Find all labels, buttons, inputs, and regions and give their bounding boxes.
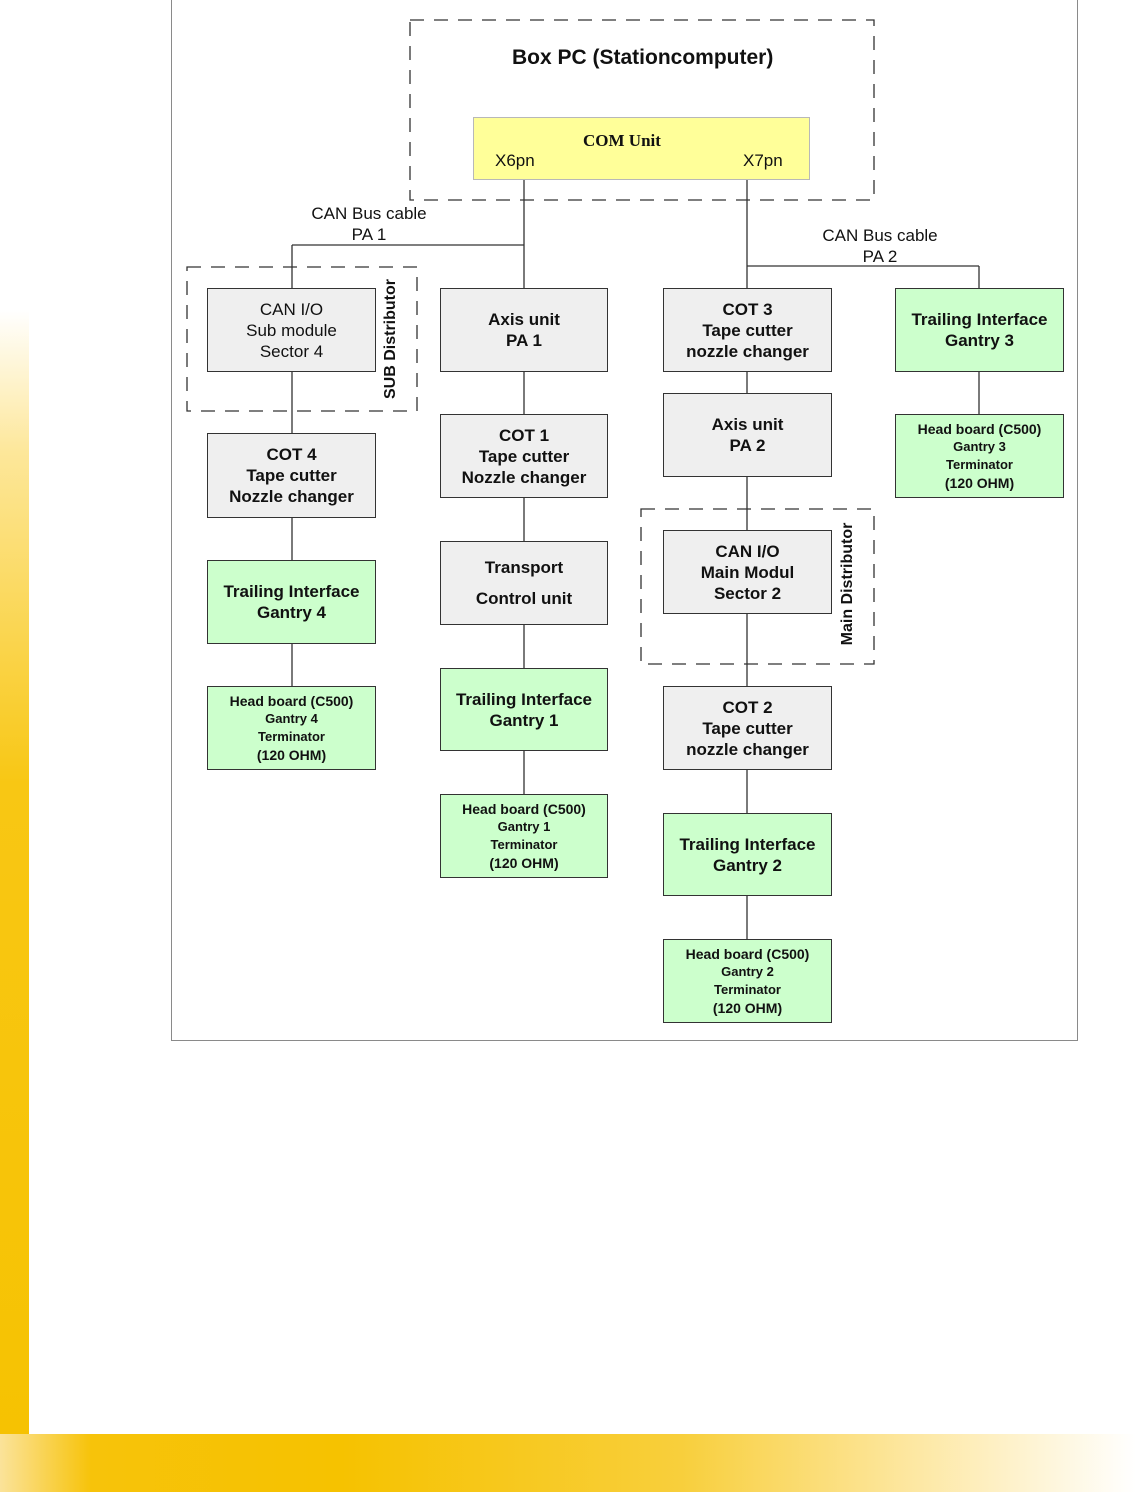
head2-line4: (120 OHM) <box>712 1000 783 1016</box>
cot2-line1: COT 2 <box>722 697 773 717</box>
head3-line1: Head board (C500) <box>917 421 1042 437</box>
head-board-gantry1-box: Head board (C500) Gantry 1 Terminator (1… <box>440 794 608 878</box>
port-x7pn-label: X7pn <box>743 151 783 170</box>
head3-line4: (120 OHM) <box>944 475 1015 491</box>
head1-line1: Head board (C500) <box>462 801 586 817</box>
trailing-interface-gantry1-box: Trailing Interface Gantry 1 <box>440 668 608 751</box>
box-pc-boundary <box>409 19 875 201</box>
head3-line2: Gantry 3 <box>953 439 1006 454</box>
transport-line1: Transport <box>484 558 564 577</box>
head3-line3: Terminator <box>946 457 1013 472</box>
bus-pa2-line2: PA 2 <box>862 247 898 266</box>
cot3-line2: Tape cutter <box>702 320 793 340</box>
trailing-interface-gantry4-box: Trailing Interface Gantry 4 <box>207 560 376 644</box>
can-io-main-line2: Main Modul <box>700 562 795 582</box>
box-pc-title: Box PC (Stationcomputer) <box>512 46 774 69</box>
bus-pa1-line2: PA 1 <box>351 225 387 244</box>
trailing3-line2: Gantry 3 <box>945 331 1014 350</box>
bus-pa1-label: CAN Bus cable PA 1 <box>309 203 429 245</box>
can-io-sub-line1: CAN I/O <box>259 299 324 319</box>
trailing1-line2: Gantry 1 <box>489 710 559 730</box>
trailing2-line1: Trailing Interface <box>679 834 816 854</box>
head4-line4: (120 OHM) <box>256 747 327 763</box>
trailing-interface-gantry2-box: Trailing Interface Gantry 2 <box>663 813 832 896</box>
cot4-line3: Nozzle changer <box>229 487 354 506</box>
trailing3-line1: Trailing Interface <box>911 310 1048 329</box>
cot2-line3: nozzle changer <box>686 739 809 759</box>
can-io-main-line1: CAN I/O <box>715 541 780 561</box>
sub-distributor-boundary <box>186 266 418 412</box>
cot4-line2: Tape cutter <box>246 466 337 485</box>
head4-line1: Head board (C500) <box>229 693 354 709</box>
cot1-line1: COT 1 <box>498 425 550 445</box>
head2-line2: Gantry 2 <box>721 964 774 979</box>
head1-line2: Gantry 1 <box>497 819 551 834</box>
head-board-gantry3-box: Head board (C500) Gantry 3 Terminator (1… <box>895 414 1064 498</box>
bottom-accent-bar <box>0 1434 1136 1492</box>
cot4-line1: COT 4 <box>266 445 317 464</box>
transport-control-unit-box: Transport Control unit <box>440 541 608 625</box>
head-board-gantry2-box: Head board (C500) Gantry 2 Terminator (1… <box>663 939 832 1023</box>
can-io-main-module-box: CAN I/O Main Modul Sector 2 <box>663 530 832 614</box>
cot3-box: COT 3 Tape cutter nozzle changer <box>663 288 832 372</box>
axis-unit-pa1-box: Axis unit PA 1 <box>440 288 608 372</box>
head4-line3: Terminator <box>258 729 325 744</box>
head-board-gantry4-box: Head board (C500) Gantry 4 Terminator (1… <box>207 686 376 770</box>
can-io-sub-line3: Sector 4 <box>259 341 324 361</box>
trailing1-line1: Trailing Interface <box>455 689 593 709</box>
axis2-line1: Axis unit <box>711 415 784 434</box>
axis1-line2: PA 1 <box>506 331 542 350</box>
com-unit-title: COM Unit <box>583 131 661 150</box>
diagram-frame <box>171 0 1078 1041</box>
cot4-box: COT 4 Tape cutter Nozzle changer <box>207 433 376 518</box>
main-distributor-boundary <box>640 508 875 665</box>
left-accent-bar <box>0 310 29 1492</box>
com-unit-box <box>473 117 810 180</box>
cot2-box: COT 2 Tape cutter nozzle changer <box>663 686 832 770</box>
trailing4-line2: Gantry 4 <box>257 603 326 622</box>
cot1-line3: Nozzle changer <box>461 467 587 487</box>
axis1-line1: Axis unit <box>488 310 560 329</box>
cot2-line2: Tape cutter <box>702 718 793 738</box>
head2-line1: Head board (C500) <box>685 946 810 962</box>
axis-unit-pa2-box: Axis unit PA 2 <box>663 393 832 477</box>
head1-line3: Terminator <box>490 837 558 852</box>
can-io-main-line3: Sector 2 <box>713 583 782 603</box>
trailing4-line1: Trailing Interface <box>223 582 360 601</box>
sub-distributor-label: SUB Distributor <box>382 279 399 399</box>
port-x6pn-label: X6pn <box>495 151 535 170</box>
cot1-line2: Tape cutter <box>478 446 570 466</box>
axis2-line2: PA 2 <box>729 436 766 455</box>
bus-pa1-line1: CAN Bus cable <box>311 204 427 223</box>
bus-pa2-line1: CAN Bus cable <box>822 226 938 245</box>
can-io-sub-module-box: CAN I/O Sub module Sector 4 <box>207 288 376 372</box>
cot3-line3: nozzle changer <box>686 341 809 361</box>
can-io-sub-line2: Sub module <box>246 320 337 340</box>
trailing2-line2: Gantry 2 <box>713 855 782 875</box>
head2-line3: Terminator <box>714 982 781 997</box>
cot3-line1: COT 3 <box>722 299 773 319</box>
bus-pa2-label: CAN Bus cable PA 2 <box>820 225 940 267</box>
trailing-interface-gantry3-box: Trailing Interface Gantry 3 <box>895 288 1064 372</box>
transport-line2: Control unit <box>475 589 573 608</box>
main-distributor-label: Main Distributor <box>839 522 856 646</box>
cot1-box: COT 1 Tape cutter Nozzle changer <box>440 414 608 498</box>
head1-line4: (120 OHM) <box>489 855 559 871</box>
head4-line2: Gantry 4 <box>265 711 318 726</box>
